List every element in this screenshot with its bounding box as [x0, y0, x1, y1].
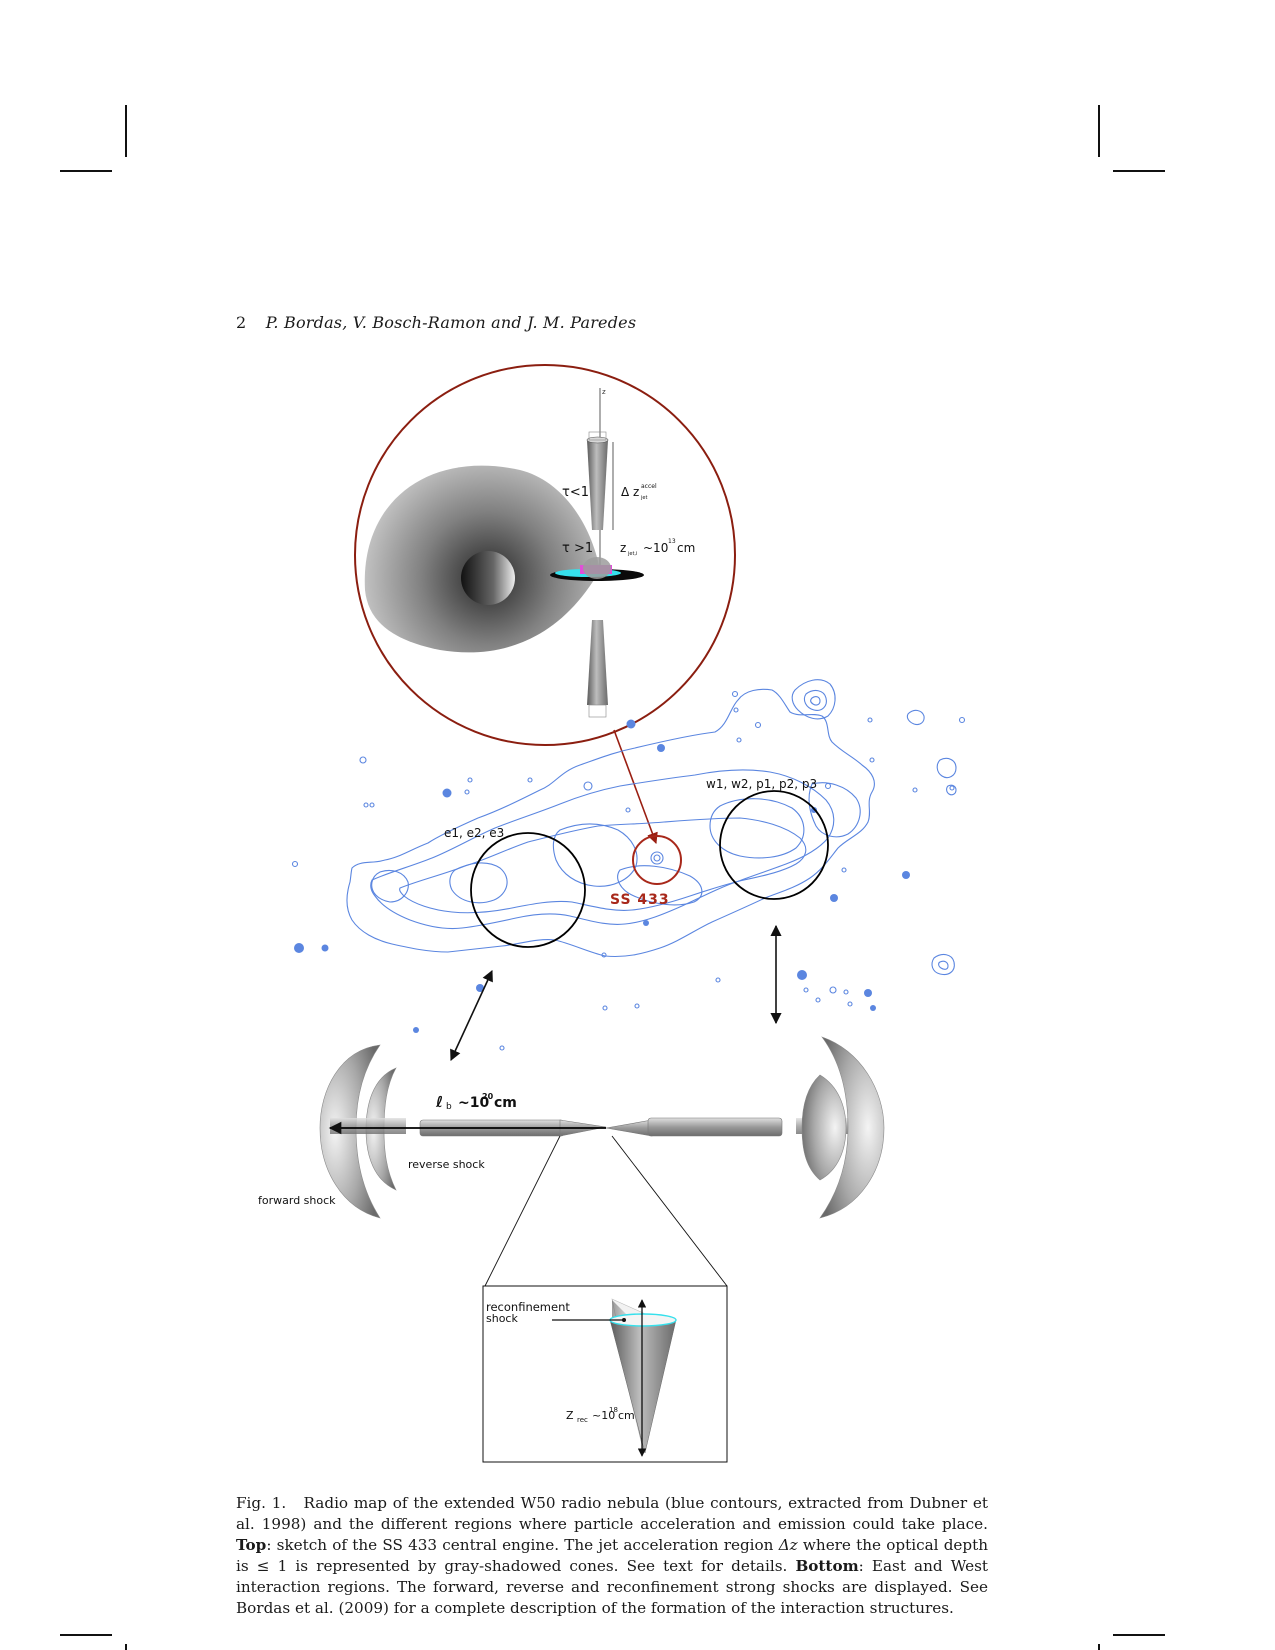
ss433-contour-inner — [653, 854, 661, 862]
contour-blob — [906, 709, 925, 726]
lb-symbol: ℓ — [435, 1093, 443, 1111]
crop-mark — [1113, 1634, 1165, 1636]
page-number: 2 — [236, 313, 247, 332]
z-jet-unit: cm — [677, 541, 695, 555]
zrec-value: ~10 — [592, 1409, 615, 1422]
contour-spur-core — [810, 696, 821, 706]
compact-object — [583, 557, 611, 579]
caption-top-word: Top — [236, 1536, 267, 1554]
west-region-label: w1, w2, p1, p2, p3 — [706, 777, 817, 791]
z-jet-value: ~10 — [643, 541, 668, 555]
left-hotspot-rod — [330, 1118, 406, 1134]
right-jet-taper — [605, 1119, 653, 1137]
z-jet-subscript: jet,i — [627, 551, 637, 557]
contour-3 — [399, 817, 807, 914]
figure-caption: Fig. 1. Radio map of the extended W50 ra… — [236, 1493, 988, 1619]
lb-unit: cm — [494, 1095, 517, 1111]
caption-fig-label: Fig. 1. — [236, 1494, 287, 1512]
contour-blob — [931, 953, 955, 976]
zoom-line-left — [484, 1135, 561, 1287]
contour-2 — [370, 769, 835, 930]
east-region-circle — [470, 832, 586, 948]
zrec-label: Z — [566, 1409, 574, 1422]
ss433-circle — [632, 835, 682, 885]
east-link-arrow — [450, 969, 493, 1062]
upper-jet-outline — [588, 431, 607, 441]
crop-mark — [125, 105, 127, 157]
delta-z-label: Δ z — [621, 485, 639, 499]
tau-lt1-label: τ<1 — [562, 485, 589, 500]
crop-mark — [60, 170, 112, 172]
figure-1: z τ<1 τ >1 Δ z accel jet z jet,i ~10 13 … — [258, 364, 966, 1463]
contour-spur — [791, 679, 836, 720]
z-axis-label: z — [602, 388, 606, 396]
caption-text-1: Radio map of the extended W50 radio nebu… — [236, 1494, 988, 1533]
lb-value: ~10 — [458, 1095, 489, 1111]
caption-dz-symbol: Δz — [778, 1536, 798, 1554]
contour-blob — [946, 784, 957, 796]
forward-shock-right — [819, 1036, 885, 1219]
crop-mark — [125, 1644, 127, 1650]
caption-text-3: where the optical depth is ≤ 1 is repres… — [236, 1536, 989, 1575]
lb-subscript: b — [446, 1102, 452, 1112]
delta-z-superscript: accel — [641, 483, 657, 490]
contour-7 — [449, 862, 508, 904]
contour-outer — [346, 688, 875, 958]
contour-blob — [938, 960, 949, 970]
contour-9 — [371, 869, 409, 903]
companion-star — [461, 551, 515, 605]
authors: P. Bordas, V. Bosch-Ramon and J. M. Pare… — [265, 313, 637, 332]
contour-spur-inner — [803, 689, 827, 711]
reconfinement-box — [482, 1285, 728, 1463]
z-jet-label: z — [620, 541, 626, 555]
lb-exponent: 20 — [482, 1092, 494, 1101]
caption-text-2: : sketch of the SS 433 central engine. T… — [266, 1536, 774, 1554]
caption-bottom-word: Bottom — [795, 1557, 859, 1575]
ss433-label: SS 433 — [610, 892, 670, 908]
delta-z-subscript: jet — [640, 495, 647, 501]
running-header: 2 P. Bordas, V. Bosch-Ramon and J. M. Pa… — [236, 313, 636, 332]
lower-jet-cone — [587, 620, 608, 705]
reconf-pointer-dot — [622, 1318, 626, 1322]
reverse-shock-right — [801, 1074, 847, 1181]
upper-jet-cone — [587, 440, 608, 530]
contour-5 — [709, 798, 805, 859]
crop-mark — [1098, 105, 1100, 157]
shock-label: shock — [486, 1312, 518, 1325]
zoom-line-right — [611, 1135, 728, 1287]
reconfinement-label: reconfinement — [486, 1300, 570, 1314]
forward-shock-label: forward shock — [258, 1194, 336, 1207]
zrec-exponent: 18 — [609, 1406, 618, 1414]
zrec-unit: cm — [618, 1409, 635, 1422]
crop-mark — [1113, 170, 1165, 172]
contour-8 — [617, 865, 703, 906]
contour-4 — [552, 823, 638, 887]
zrec-subscript: rec — [577, 1416, 588, 1424]
contour-6 — [808, 782, 861, 838]
east-region-label: e1, e2, e3 — [444, 826, 504, 840]
jet-interaction-sketch: ℓ b ~10 20 cm reverse shock forward shoc… — [258, 1036, 885, 1287]
reconfinement-inset: reconfinement shock Z rec ~10 18 cm — [482, 1285, 728, 1463]
inset-pointer-arrow — [613, 729, 658, 845]
crop-mark — [1098, 1644, 1100, 1650]
caption-text-4: : East and West interaction regions. The… — [236, 1557, 988, 1617]
reverse-shock-label: reverse shock — [408, 1158, 485, 1171]
lower-jet-outline — [588, 704, 607, 718]
w50-radio-map — [291, 679, 966, 1051]
z-jet-exponent: 13 — [668, 538, 676, 545]
west-region-circle — [719, 790, 829, 900]
ss433-contour — [650, 851, 664, 865]
right-jet-rod — [647, 1117, 783, 1137]
central-engine-inset: z τ<1 τ >1 Δ z accel jet z jet,i ~10 13 … — [354, 364, 736, 746]
crop-mark — [60, 1634, 112, 1636]
tau-gt1-label: τ >1 — [562, 541, 593, 556]
contour-blob — [936, 757, 957, 779]
